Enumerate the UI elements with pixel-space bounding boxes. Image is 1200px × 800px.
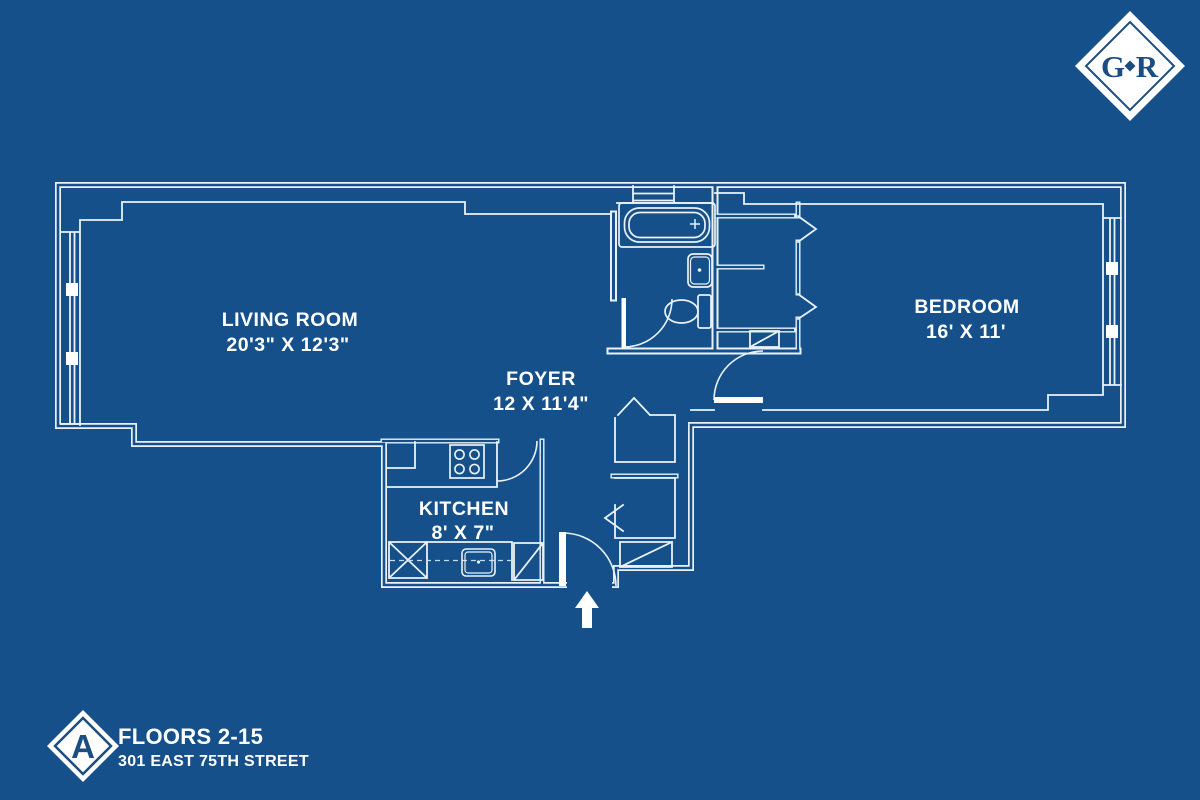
bedroom-dimensions: 16' X 11' — [926, 321, 1006, 343]
badge-letter: A — [71, 728, 95, 765]
door-swing-arcs — [496, 298, 764, 587]
badge-diamond-border — [53, 716, 113, 776]
kitchen-dimensions: 8' X 7" — [432, 522, 495, 544]
brand-logo: G R — [1075, 11, 1185, 121]
badge-diamond — [47, 710, 119, 782]
entry-door-leaf — [559, 532, 566, 586]
logo-letter-g: G — [1101, 49, 1125, 84]
bedroom-label: BEDROOM — [914, 296, 1019, 318]
stove-icon — [449, 444, 485, 479]
floor-badge: A — [47, 710, 119, 782]
entry-arrow-icon — [575, 591, 599, 628]
bathtub-icon — [618, 202, 716, 248]
toilet-icon — [664, 294, 712, 329]
kitchen-label: KITCHEN — [419, 498, 509, 520]
bathroom-sink-icon — [687, 253, 713, 288]
kitchen-sink-icon — [461, 548, 496, 577]
living-room-dimensions: 20'3" X 12'3" — [226, 334, 349, 356]
living-room-label: LIVING ROOM — [222, 309, 359, 331]
bathroom-door-leaf — [621, 298, 626, 348]
logo-diamond-border — [1084, 20, 1176, 112]
thin-partition-channel — [381, 202, 800, 586]
bedroom-door-leaf — [714, 397, 763, 403]
footer-floors: FLOORS 2-15 — [118, 724, 263, 749]
interior-lines — [60, 185, 1122, 582]
diamond-separator-icon — [1124, 60, 1136, 72]
window-mullions — [66, 262, 1118, 365]
faucet-icon — [690, 219, 700, 229]
foyer-label: FOYER — [506, 368, 576, 390]
foyer-dimensions: 12 X 11'4" — [493, 393, 589, 415]
entry-doorway-opening — [567, 578, 612, 592]
footer-address: 301 EAST 75TH STREET — [118, 753, 309, 770]
logo-letter-r: R — [1136, 49, 1159, 84]
